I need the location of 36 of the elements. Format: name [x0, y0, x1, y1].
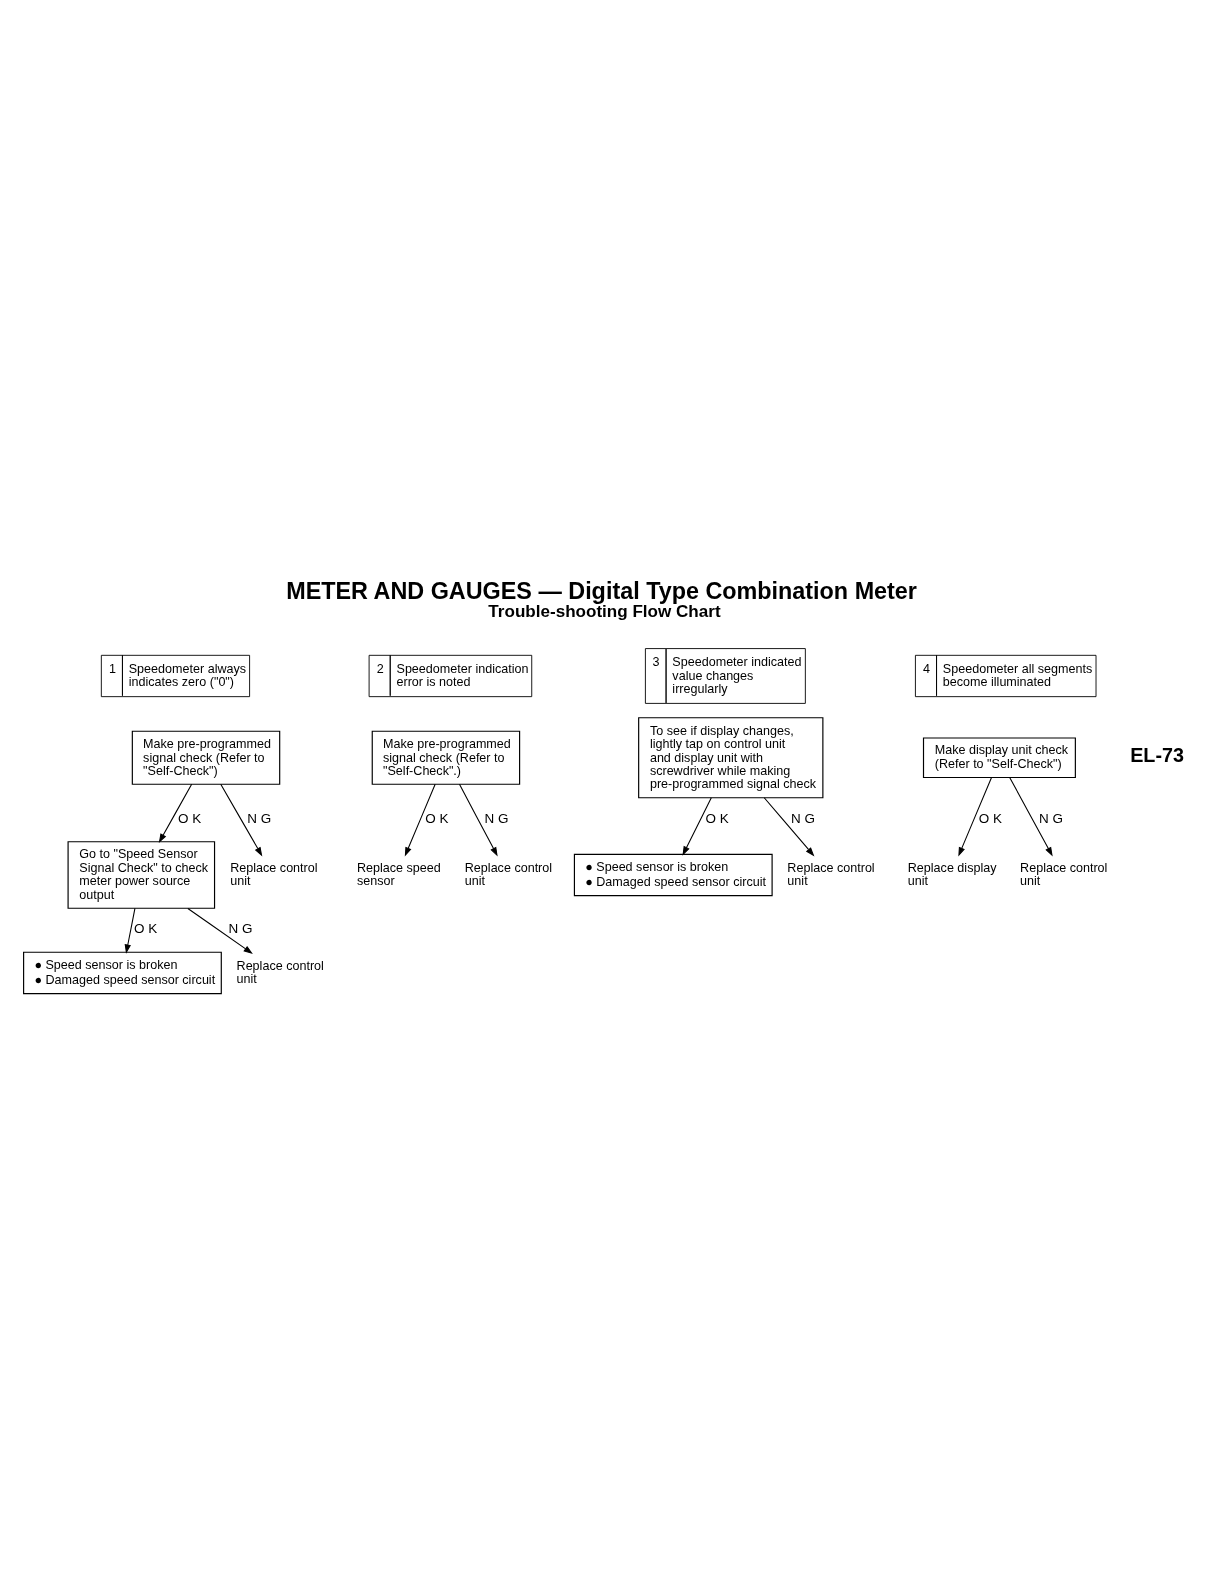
edge-label: O K — [705, 810, 729, 826]
arrow — [1009, 776, 1053, 856]
edge-label: N G — [1038, 810, 1063, 826]
arrow — [124, 907, 136, 954]
edge-label: O K — [978, 810, 1002, 826]
node-box: Make display unit check (Refer to "Self-Check") — [922, 736, 1076, 778]
node-box: Make pre-programmed signal check (Refer to "Self-Check".) — [371, 730, 521, 785]
arrow — [220, 783, 263, 856]
node-text: Replace display unit — [907, 860, 997, 888]
edge-label: O K — [425, 810, 449, 826]
edge-label: O K — [134, 920, 158, 936]
edge-label: N G — [228, 920, 253, 936]
arrow — [158, 783, 193, 843]
node-text: Replace control unit — [1020, 860, 1108, 888]
node-box: ● Speed sensor is broken ● Damaged speed sensor circuit — [23, 951, 222, 994]
node-text: Replace control unit — [230, 860, 318, 888]
node-text: Replace control unit — [236, 958, 324, 986]
node-text: Replace speed sensor — [356, 860, 441, 888]
node-box: Go to "Speed Sensor Signal Check" to check meter power source output — [67, 840, 216, 909]
arrow — [187, 907, 253, 954]
arrow — [458, 783, 498, 856]
edge-label: N G — [790, 810, 815, 826]
edge-label: N G — [247, 810, 272, 826]
edge-label: O K — [178, 810, 202, 826]
node-box: To see if display changes, lightly tap on control unit and display unit with screwdriver while making pre-programmed signal check — [638, 716, 824, 798]
label: EL-73 — [1130, 743, 1184, 766]
node-box: Make pre-programmed signal check (Refer to "Self-Check") — [131, 730, 281, 785]
edge-label: N G — [484, 810, 509, 826]
node-box: ● Speed sensor is broken ● Damaged speed sensor circuit — [573, 853, 773, 896]
node-text: Replace control unit — [787, 860, 875, 888]
arrow — [763, 796, 815, 856]
arrow — [682, 796, 712, 856]
diagram-title: METER AND GAUGES — Digital Type Combination Meter — [286, 577, 917, 604]
arrow — [404, 783, 436, 857]
arrow — [958, 776, 992, 857]
node-text: Replace control unit — [464, 860, 553, 888]
